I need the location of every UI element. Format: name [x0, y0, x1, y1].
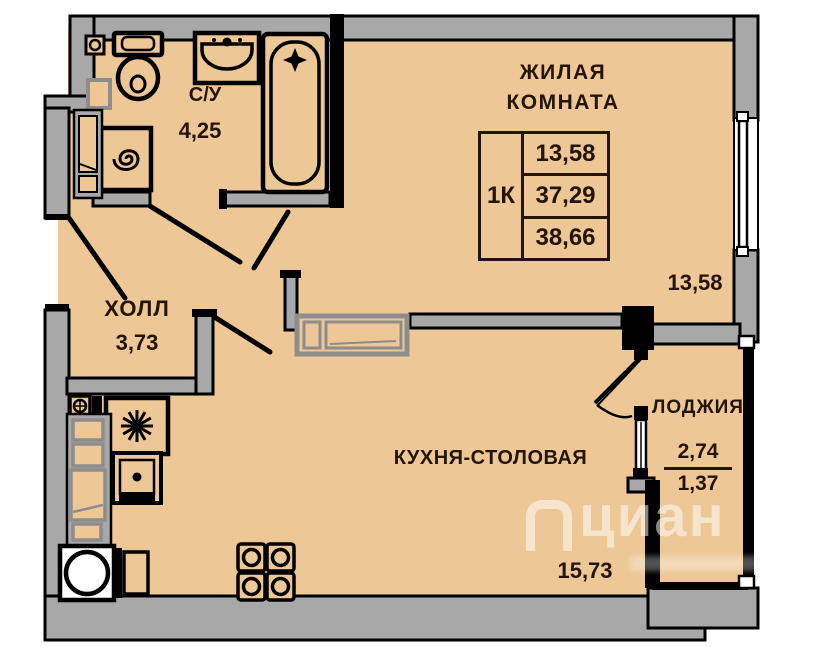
stove: [236, 542, 296, 602]
bed: [294, 313, 410, 357]
hall-area: 3,73: [115, 330, 159, 355]
bathroom-sink: [192, 30, 262, 86]
wall-bottom-right: [646, 586, 760, 630]
wall-black-pieces: [45, 14, 754, 598]
loggia-glazing-nodes: [737, 334, 756, 590]
kitchen-area: 15,73: [557, 558, 613, 583]
washing-machine: [98, 125, 154, 193]
bathroom-area: 4,25: [178, 118, 222, 143]
wall-corner-chunk: [622, 306, 654, 350]
kitchen-cabinets: [65, 412, 113, 550]
kitchen-sink-unit: [103, 395, 171, 457]
window-node: [633, 468, 648, 479]
door-swings: [66, 203, 291, 355]
living-room-area: 13,58: [667, 270, 723, 295]
loggia-area-full: 2,74: [664, 440, 732, 471]
bathroom-label: С/У: [188, 84, 222, 106]
loggia-area-fraction: 2,74 1,37: [664, 440, 732, 496]
entrance-door-swing: [66, 215, 128, 301]
wall-top: [68, 14, 760, 42]
bathtub: [260, 31, 330, 195]
pillow: [302, 320, 322, 350]
door-arc: [596, 404, 633, 419]
kitchen-label: КУХНЯ-СТОЛОВАЯ: [393, 447, 588, 469]
wall-living-kitchen: [408, 312, 624, 330]
hall-label: ХОЛЛ: [104, 296, 170, 321]
loggia-area-counted: 1,37: [677, 472, 719, 496]
living-room-label-line2: КОМНАТА: [506, 91, 620, 115]
spiral-icon: [112, 149, 140, 171]
living-room-window: [733, 111, 759, 257]
door-jamb: [45, 214, 69, 220]
door-jamb: [192, 309, 217, 317]
wall-kitchen-nib: [92, 396, 102, 416]
total-area-value: 37,29: [524, 173, 607, 219]
bathroom-fixtures: [72, 30, 330, 200]
wall-bathroom-living-divider: [330, 14, 344, 208]
burner-icon: [241, 576, 262, 597]
door-jamb: [45, 304, 69, 310]
kitchen-door-swing: [213, 315, 273, 355]
apartment-info-table: 1К 13,58 37,29 38,66: [478, 131, 610, 261]
wall-hall-bottom: [65, 376, 215, 396]
door-jamb: [219, 189, 227, 209]
bathroom-door-swing: [147, 203, 243, 265]
corner-sink: [57, 543, 117, 603]
wall-right-upper: [732, 14, 760, 122]
oven-unit: [111, 451, 163, 505]
bathroom-shelving: [72, 78, 112, 200]
drain-icon: [283, 48, 307, 72]
door-jamb: [280, 270, 301, 278]
kitchen-fixtures: [57, 394, 296, 603]
living-area-value: 13,58: [535, 139, 596, 167]
loggia-label: ЛОДЖИЯ: [652, 397, 744, 418]
counter-box: [122, 550, 150, 596]
living-room-label-line1: ЖИЛАЯ: [519, 61, 607, 84]
wall-bottom: [43, 594, 707, 642]
wall-counter-divider: [114, 548, 122, 598]
burner-icon: [270, 547, 291, 568]
vent-box: [84, 34, 106, 56]
toilet: [111, 30, 165, 102]
apartment-areas: 13,58 37,29 38,66: [524, 134, 607, 258]
door-post: [634, 406, 648, 420]
burner-icon: [241, 547, 262, 568]
loggia-glazing: [743, 346, 754, 578]
balcony-door-window: [593, 346, 648, 479]
burner-icon: [270, 576, 291, 597]
wall-loggia-left-lower: [645, 480, 660, 588]
walls: [43, 14, 760, 642]
wall-left-mid: [43, 106, 71, 220]
apartment-type: 1К: [481, 134, 524, 258]
living-room-label: ЖИЛАЯ КОМНАТА: [468, 58, 658, 119]
window-node: [736, 111, 749, 122]
living-door-swing: [251, 209, 291, 271]
wall-loggia-bottom: [652, 582, 748, 590]
wall-hall-right: [194, 312, 215, 396]
wall-loggia-top: [648, 322, 742, 346]
loggia-floor: [648, 340, 748, 586]
total-area-with-loggia-value: 38,66: [535, 224, 596, 252]
window-node: [736, 246, 749, 257]
